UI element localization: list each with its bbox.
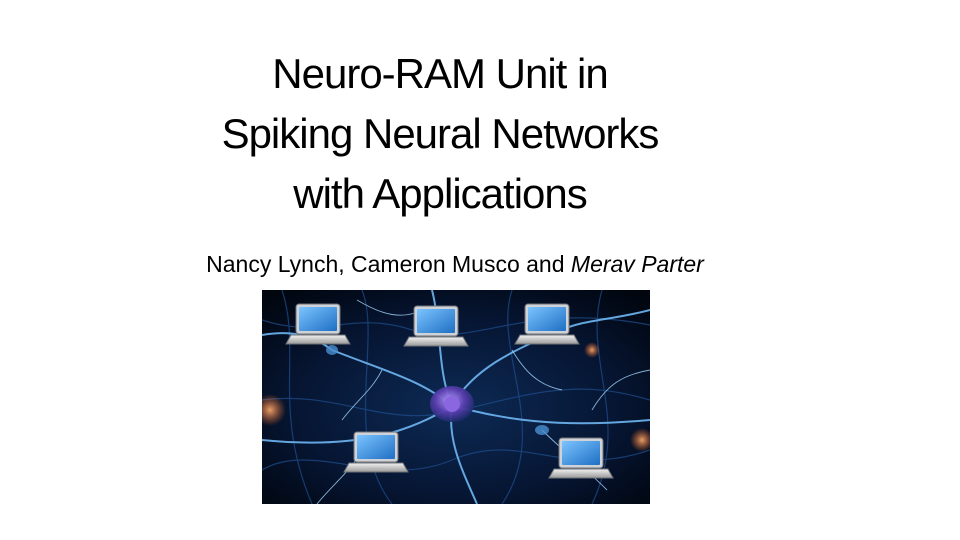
- laptop-icon: [285, 303, 351, 345]
- slide-title: Neuro-RAM Unit in Spiking Neural Network…: [120, 44, 760, 224]
- authors-emphasized-name: Merav Parter: [570, 251, 704, 277]
- laptop-icon: [403, 305, 469, 347]
- neural-network-picture: [262, 290, 650, 504]
- laptop-icon: [548, 437, 614, 479]
- laptop-icon: [514, 303, 580, 345]
- title-line-3: with Applications: [293, 170, 588, 217]
- title-line-2: Spiking Neural Networks: [221, 110, 660, 157]
- laptop-icon: [343, 431, 409, 473]
- authors-names: Nancy Lynch, Cameron Musco and: [206, 251, 571, 277]
- title-line-1: Neuro-RAM Unit in: [272, 50, 608, 97]
- neuron-network-illustration: [262, 290, 650, 504]
- authors-line: Nancy Lynch, Cameron Musco and Merav Par…: [100, 247, 810, 281]
